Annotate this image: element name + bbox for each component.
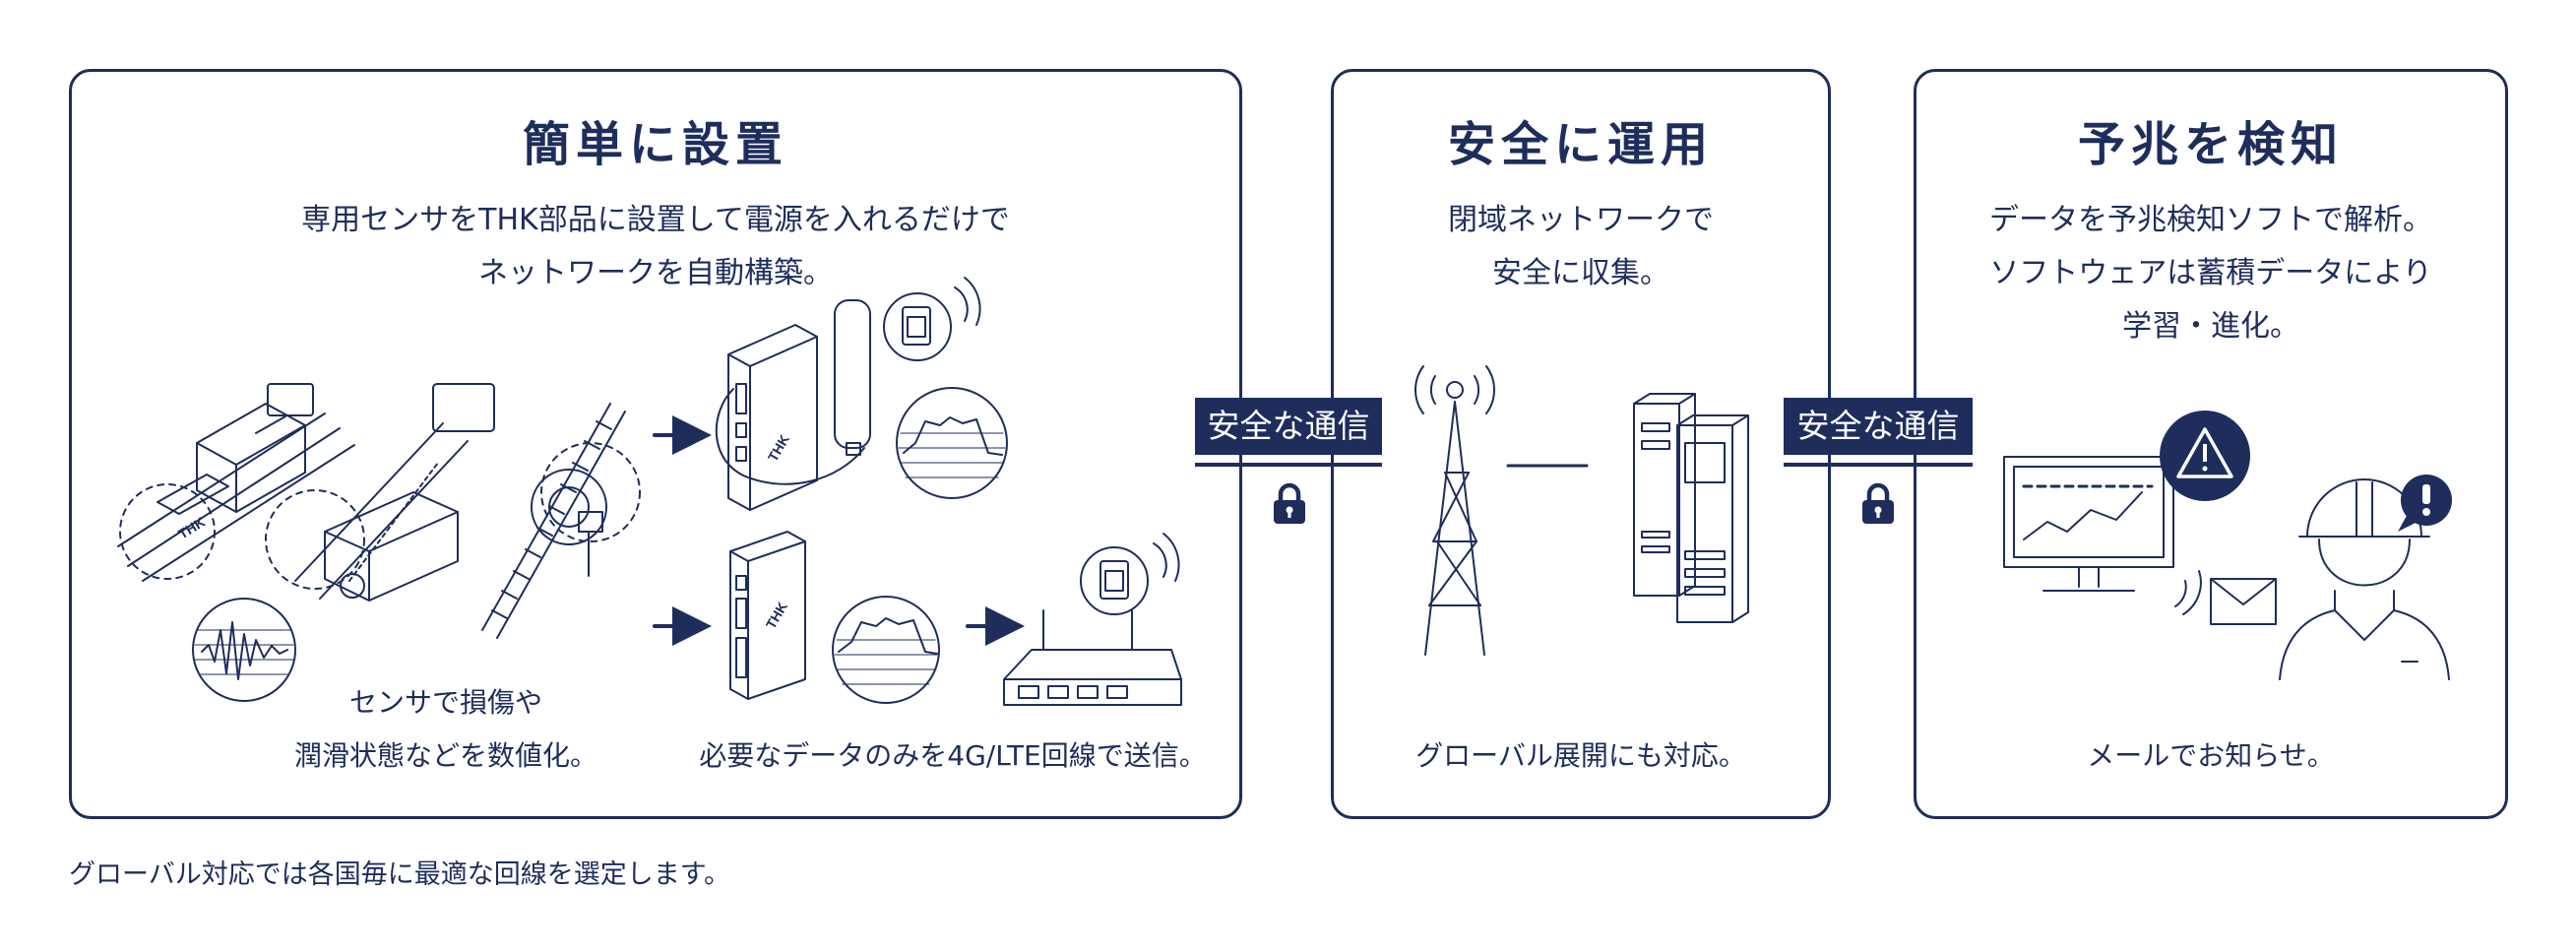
- secure-link-label-2: 安全な通信: [1784, 398, 1973, 455]
- signal-waves-icon: [954, 277, 981, 326]
- desc-line-1: 閉域ネットワークで: [1448, 203, 1714, 237]
- sim-card-icon: [1080, 533, 1180, 615]
- thk-logo: THK: [763, 600, 790, 632]
- lock-icon: [1862, 482, 1894, 524]
- caption-global: グローバル展開にも対応。: [1334, 730, 1828, 783]
- mail-icon: [2210, 578, 2277, 625]
- desc-line-1: 専用センサをTHK部品に設置して電源を入れるだけで: [301, 203, 1010, 237]
- panel-description: 閉域ネットワークで 安全に収集。: [1334, 194, 1828, 300]
- exclamation-icon: [2398, 475, 2452, 532]
- caption-sensor-line-1: センサで損傷や: [348, 686, 542, 719]
- sim-card-icon: [883, 277, 981, 361]
- secure-link-line-1: [1195, 463, 1382, 467]
- monitor-icon: [2003, 456, 2202, 615]
- sensor-highlight: [119, 483, 216, 580]
- footnote: グローバル対応では各国毎に最適な回線を選定します。: [69, 859, 731, 890]
- panel-description: データを予兆検知ソフトで解析。 ソフトウェアは蓄積データにより 学習・進化。: [1916, 194, 2505, 353]
- desc-line-2: ネットワークを自動構築。: [478, 256, 833, 290]
- desc-line-2: ソフトウェアは蓄積データにより: [1989, 256, 2432, 290]
- caption-transmit-line: 必要なデータのみを4G/LTE回線で送信。: [699, 739, 1207, 772]
- data-waveform-icon: [896, 387, 1008, 499]
- router-icon: [1003, 609, 1182, 706]
- panel-description: 専用センサをTHK部品に設置して電源を入れるだけで ネットワークを自動構築。: [72, 194, 1239, 300]
- actuator-icon: [294, 383, 495, 602]
- secure-link-line-2: [1784, 463, 1973, 467]
- gateway-icon: [729, 531, 806, 700]
- lock-icon: [1274, 482, 1305, 524]
- signal-waves-icon: [2174, 570, 2202, 615]
- cell-tower-icon: [1414, 365, 1495, 656]
- desc-line-1: データを予兆検知ソフトで解析。: [1989, 203, 2432, 237]
- caption-transmit: 必要なデータのみを4G/LTE回線で送信。: [672, 730, 1233, 783]
- desc-line-3: 学習・進化。: [2122, 309, 2299, 344]
- panel-title: 安全に運用: [1447, 117, 1714, 172]
- panel-easy-install: 簡単に設置 専用センサをTHK部品に設置して電源を入れるだけで ネットワークを自…: [69, 69, 1242, 819]
- gateway-icon: [715, 299, 871, 511]
- signal-waves-icon: [1414, 365, 1495, 414]
- caption-sensor-line-2: 潤滑状態などを数値化。: [293, 739, 597, 772]
- engineer-icon: [2279, 478, 2450, 680]
- vibration-waveform-icon: [192, 598, 296, 702]
- caption-mail-line: メールでお知らせ。: [2087, 739, 2335, 772]
- caption-sensor: センサで損傷や 潤滑状態などを数値化。: [279, 676, 613, 783]
- thk-logo: THK: [765, 432, 792, 465]
- linear-guide-icon: [117, 383, 355, 582]
- caption-global-line: グローバル展開にも対応。: [1415, 739, 1746, 772]
- secure-link-label-1: 安全な通信: [1195, 398, 1382, 455]
- warning-icon: [2160, 411, 2250, 501]
- ball-screw-icon: [481, 403, 626, 639]
- server-icon: [1633, 393, 1749, 623]
- panel-title: 簡単に設置: [522, 117, 788, 172]
- desc-line-2: 安全に収集。: [1492, 256, 1669, 290]
- data-waveform-icon: [832, 596, 940, 704]
- panel-title: 予兆を検知: [2077, 117, 2344, 172]
- caption-mail: メールでお知らせ。: [1916, 730, 2505, 783]
